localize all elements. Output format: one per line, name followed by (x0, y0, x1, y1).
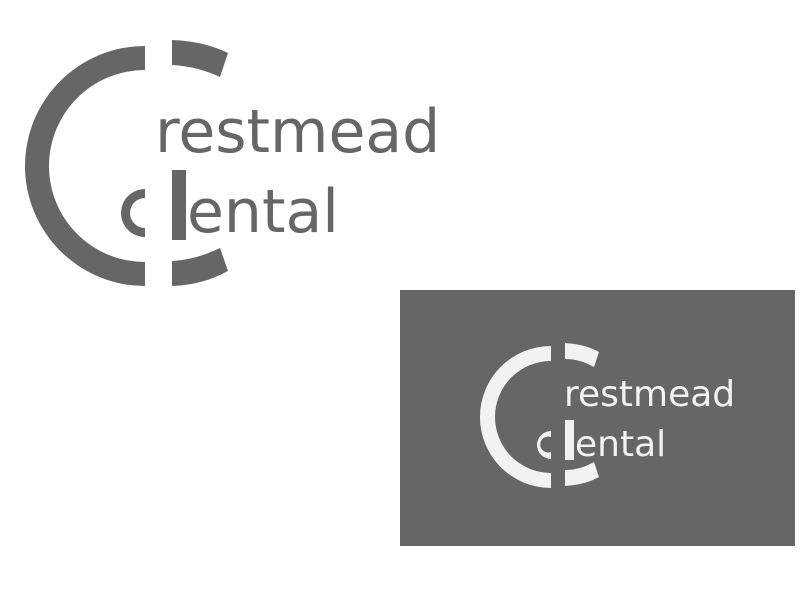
upper-right-arc-icon (172, 40, 228, 77)
lower-right-arc-icon (172, 248, 228, 286)
logo-primary-gray: restmead ental (25, 40, 440, 286)
vertical-bar-icon (172, 170, 186, 240)
reversed-brand-line-2: ental (575, 424, 666, 465)
inner-c-reversed-icon (537, 431, 551, 459)
dark-background-panel: restmead ental (400, 290, 795, 546)
outer-c-arc-icon (25, 46, 145, 286)
brand-line-2: ental (187, 177, 339, 247)
logo-mark-icon (25, 40, 228, 286)
lower-right-arc-reversed-icon (565, 462, 599, 486)
inner-c-icon (121, 189, 145, 237)
logo-mark-reversed-icon (479, 343, 599, 488)
upper-right-arc-reversed-icon (565, 343, 599, 367)
brand-line-1: restmead (155, 97, 440, 167)
reversed-brand-line-1: restmead (564, 374, 735, 415)
vertical-bar-reversed-icon (565, 420, 574, 460)
outer-c-arc-reversed-icon (479, 346, 551, 488)
logo-reversed-white: restmead ental (479, 343, 735, 488)
